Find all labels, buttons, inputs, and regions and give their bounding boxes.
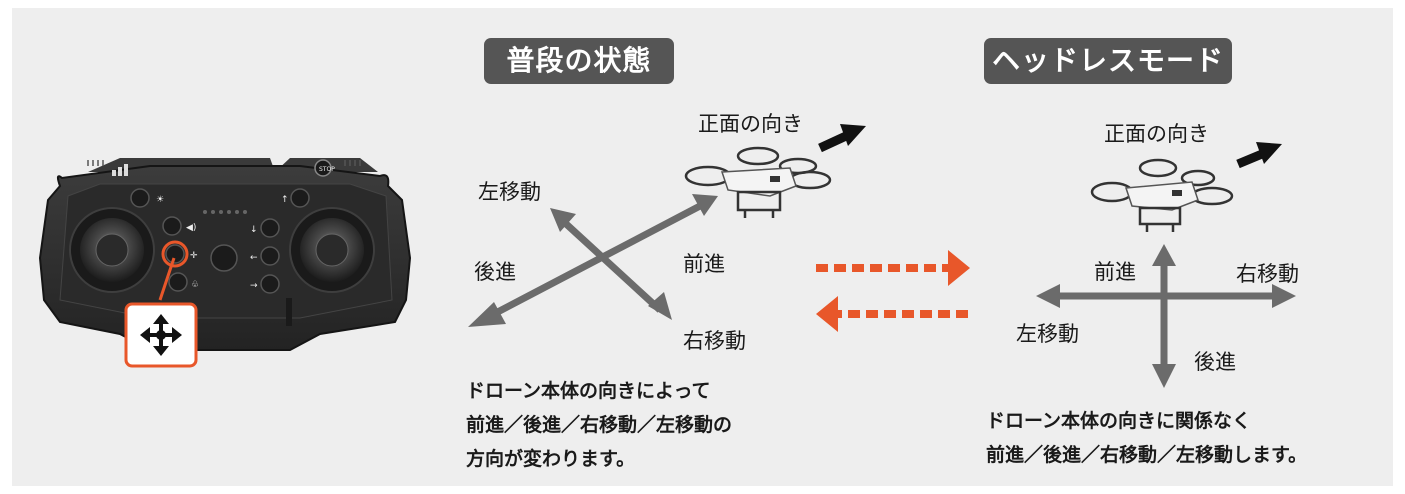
svg-text:←: ← <box>250 253 258 263</box>
normal-description-line-2: 前進／後進／右移動／左移動の <box>466 414 733 436</box>
svg-text:STOP: STOP <box>319 166 335 173</box>
normal-forward-label: 前進 <box>683 252 725 276</box>
normal-description: ドローン本体の向きによって 前進／後進／右移動／左移動の 方向が変わります。 <box>466 374 732 476</box>
headless-description: ドローン本体の向きに関係なく 前進／後進／右移動／左移動します。 <box>986 404 1307 472</box>
normal-right-move-label: 右移動 <box>683 329 746 353</box>
normal-left-move-label: 左移動 <box>478 180 541 204</box>
headless-description-line-1: ドローン本体の向きに関係なく <box>986 410 1252 432</box>
normal-mode-title: 普段の状態 <box>484 38 674 84</box>
svg-text:↑: ↑ <box>281 195 289 205</box>
headless-left-move-label: 左移動 <box>1016 322 1079 346</box>
normal-description-line-1: ドローン本体の向きによって <box>466 380 711 402</box>
headless-back-label: 後進 <box>1194 350 1236 374</box>
normal-front-label: 正面の向き <box>698 112 803 136</box>
svg-text:◀): ◀) <box>186 223 196 233</box>
headless-forward-label: 前進 <box>1094 260 1136 284</box>
svg-text:✛: ✛ <box>190 251 198 261</box>
svg-text:♧: ♧ <box>191 280 199 290</box>
headless-right-move-label: 右移動 <box>1236 262 1299 286</box>
normal-description-line-3: 方向が変わります。 <box>466 448 636 470</box>
headless-description-line-2: 前進／後進／右移動／左移動します。 <box>986 444 1308 466</box>
svg-text:☀: ☀ <box>156 195 164 205</box>
svg-text:→: → <box>250 281 258 291</box>
normal-back-label: 後進 <box>474 260 516 284</box>
headless-front-label: 正面の向き <box>1104 122 1209 146</box>
svg-text:↓: ↓ <box>250 225 258 235</box>
headless-mode-title: ヘッドレスモード <box>984 38 1232 84</box>
